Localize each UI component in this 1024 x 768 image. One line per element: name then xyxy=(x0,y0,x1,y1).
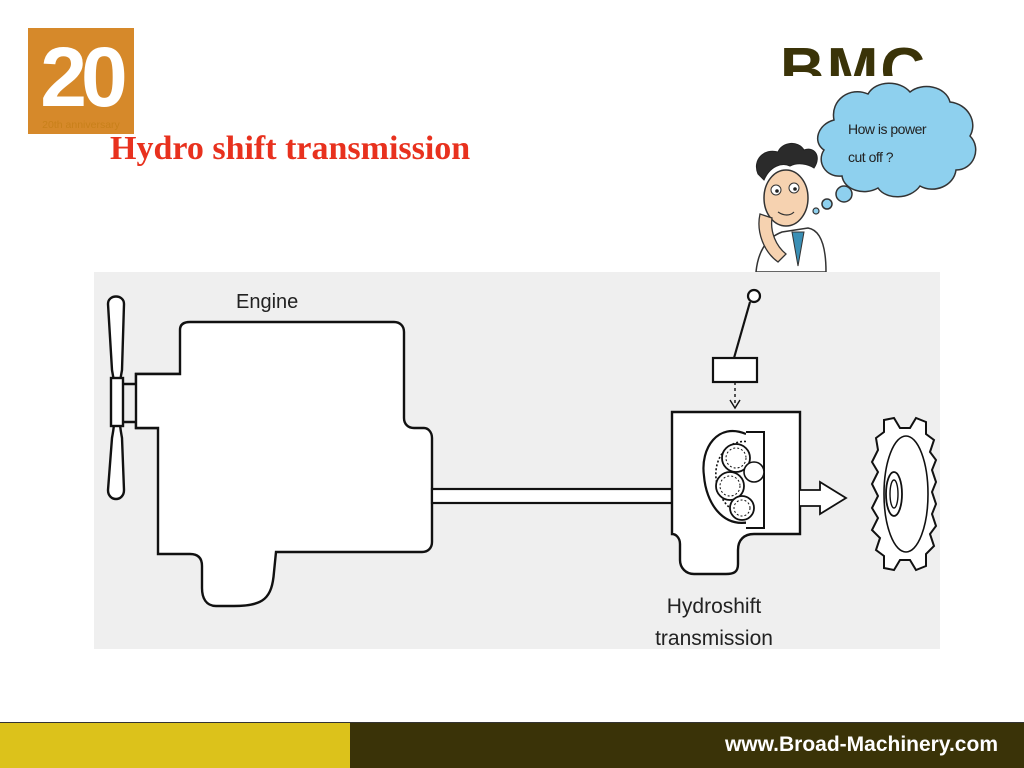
sprocket-icon xyxy=(870,416,938,572)
fan-icon xyxy=(106,295,126,501)
anniversary-logo: 20 xyxy=(28,28,134,134)
logo-background xyxy=(28,28,134,134)
control-valve-box xyxy=(711,356,759,384)
slide-title: Hydro shift transmission xyxy=(110,130,471,167)
logo-caption: 20th anniversary xyxy=(42,119,120,131)
bubble-text-line1: How is power xyxy=(848,121,927,137)
hydroshift-diagram: Engine Hydroshift transmission xyxy=(94,272,940,649)
drive-shaft xyxy=(430,487,674,505)
brand-logo-text: BMC xyxy=(780,36,928,78)
thought-bubble: How is power cut off ? xyxy=(812,82,977,215)
bubble-text-line2: cut off ? xyxy=(848,149,894,165)
footer-accent-bar xyxy=(0,722,350,768)
footer-bar xyxy=(350,722,1024,768)
transmission-label-line2: transmission xyxy=(655,627,773,649)
output-arrow-icon xyxy=(800,480,848,516)
footer-website-link[interactable]: www.Broad-Machinery.com xyxy=(724,733,998,756)
planetary-gear-icon xyxy=(702,429,765,529)
thinking-man-cartoon: How is power cut off ? xyxy=(742,76,986,276)
engine-block xyxy=(134,320,434,608)
logo-number: 20 xyxy=(40,30,125,124)
engine-label: Engine xyxy=(236,291,298,313)
shift-lever[interactable] xyxy=(732,288,762,359)
man-figure xyxy=(755,143,827,273)
transmission-label-line1: Hydroshift xyxy=(667,595,762,618)
